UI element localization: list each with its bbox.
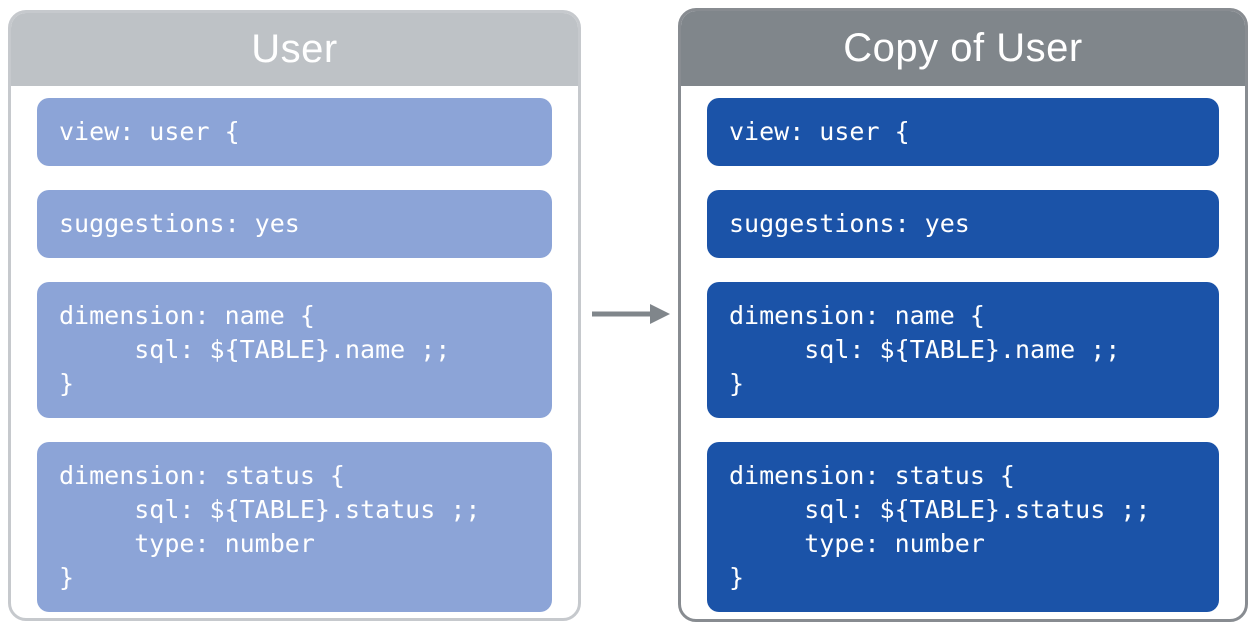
code-block-dimension-name: dimension: name { sql: ${TABLE}.name ;; … xyxy=(707,282,1219,418)
panel-copy-of-user: Copy of User view: user { suggestions: y… xyxy=(678,8,1248,622)
code-block-suggestions: suggestions: yes xyxy=(37,190,552,258)
code-block-dimension-status: dimension: status { sql: ${TABLE}.status… xyxy=(707,442,1219,612)
code-block-dimension-status: dimension: status { sql: ${TABLE}.status… xyxy=(37,442,552,612)
right-arrow-icon xyxy=(590,301,672,327)
code-block-suggestions: suggestions: yes xyxy=(707,190,1219,258)
panel-user-header: User xyxy=(11,13,578,86)
right-arrow-svg xyxy=(592,304,670,324)
panel-copy-of-user-title: Copy of User xyxy=(843,26,1083,70)
panel-user-title: User xyxy=(251,27,338,71)
panel-user: User view: user { suggestions: yes dimen… xyxy=(8,10,581,621)
code-block-dimension-name: dimension: name { sql: ${TABLE}.name ;; … xyxy=(37,282,552,418)
panel-user-body: view: user { suggestions: yes dimension:… xyxy=(11,86,578,618)
code-block-view: view: user { xyxy=(707,98,1219,166)
code-block-view: view: user { xyxy=(37,98,552,166)
panel-copy-of-user-body: view: user { suggestions: yes dimension:… xyxy=(681,86,1245,619)
panel-copy-of-user-header: Copy of User xyxy=(681,11,1245,86)
